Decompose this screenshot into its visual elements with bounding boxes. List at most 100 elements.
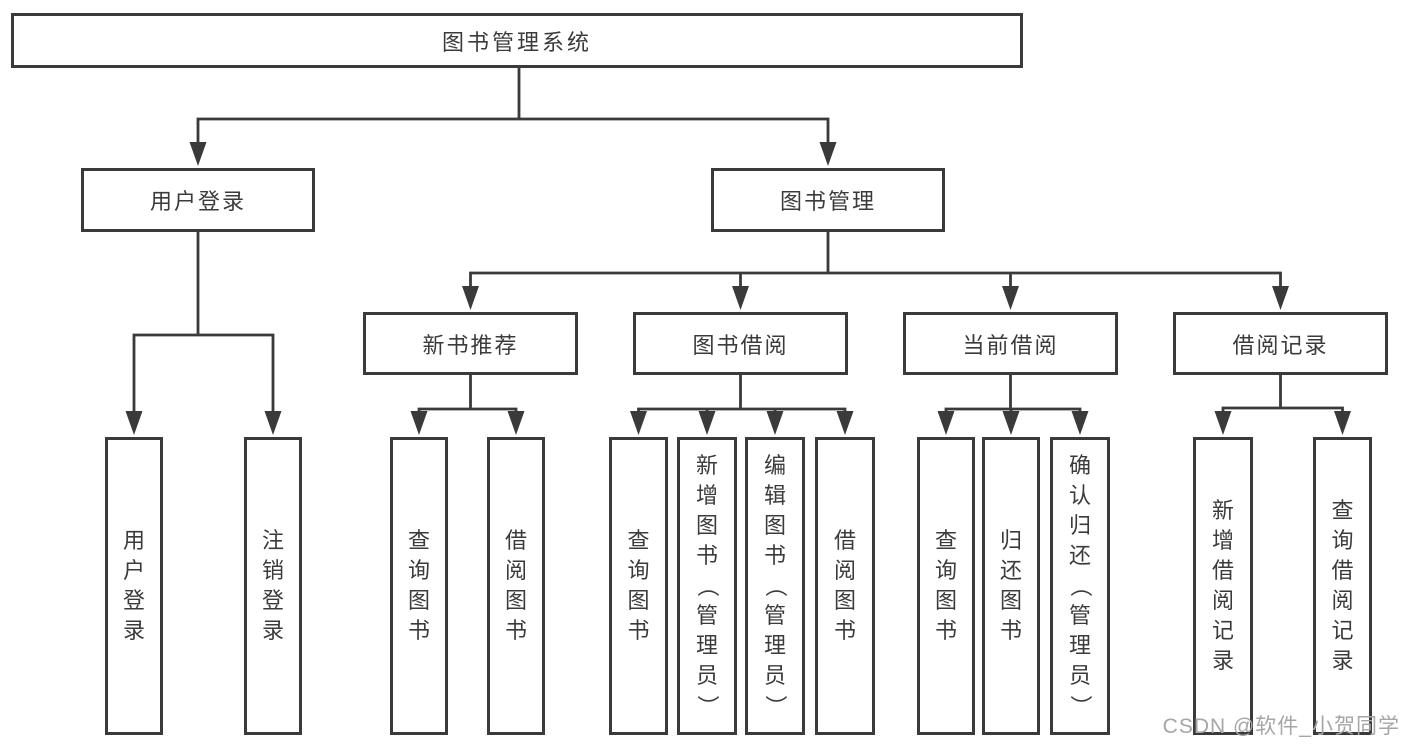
node-new-book-recommend: 新书推荐 (363, 312, 578, 375)
node-label-char: 销 (261, 558, 284, 583)
node-label: 编辑图书（管理员） (763, 451, 788, 721)
node-label: 图书管理系统 (441, 29, 592, 55)
node-leaf-current-confirm: 确认归还（管理员） (1050, 437, 1110, 735)
node-label: 归还图书 (1000, 526, 1022, 646)
node-label-char: 借 (1331, 558, 1354, 583)
node-label-char: 还 (999, 558, 1022, 583)
node-label: 图书管理 (779, 189, 876, 214)
node-user-login: 用户登录 (81, 168, 315, 232)
node-label-char: 归 (1068, 513, 1091, 538)
node-label: 用户登录 (123, 526, 145, 646)
node-label: 新增借阅记录 (1212, 496, 1234, 676)
node-label-char: 还 (1068, 543, 1091, 568)
node-leaf-records-add: 新增借阅记录 (1193, 437, 1253, 735)
node-label-char: 登 (122, 588, 145, 613)
node-label-char: 图 (695, 513, 718, 538)
node-label: 新书推荐 (422, 332, 519, 358)
node-label-char: 记 (1211, 618, 1234, 643)
node-label-char: 员 (1068, 663, 1091, 688)
node-label-char: 编 (763, 453, 786, 478)
node-label: 图书借阅 (692, 332, 789, 358)
node-label-char: 书 (627, 618, 650, 643)
arrowhead-icon (766, 411, 784, 435)
node-label: 当前借阅 (962, 332, 1059, 358)
node-label-char: 管 (763, 603, 786, 628)
node-label-char: 图 (504, 588, 527, 613)
node-label-char: 录 (122, 618, 145, 643)
node-book-management: 图书管理 (711, 168, 945, 232)
node-label-char: 查 (407, 528, 430, 553)
node-leaf-borrow-query: 查询图书 (609, 437, 668, 735)
arrowhead-icon (698, 411, 716, 435)
node-label-char: 借 (1211, 558, 1234, 583)
arrowhead-icon (732, 286, 749, 310)
arrowhead-icon (836, 411, 854, 435)
node-label-char: 录 (261, 618, 284, 643)
node-label-char: 增 (1211, 528, 1234, 553)
node-label-char: 管 (1068, 603, 1091, 628)
node-label: 借阅图书 (505, 526, 527, 646)
node-label-char: 增 (695, 483, 718, 508)
node-leaf-borrow-borrow: 借阅图书 (815, 437, 875, 735)
node-leaf-newbook-query: 查询图书 (390, 437, 448, 735)
arrowhead-icon (1071, 411, 1089, 435)
node-borrow-records: 借阅记录 (1173, 312, 1388, 375)
node-label: 新增图书（管理员） (695, 451, 720, 721)
node-label-char: 询 (1331, 528, 1354, 553)
node-leaf-user-login: 用户登录 (105, 437, 163, 735)
arrowhead-icon (507, 411, 525, 435)
node-leaf-current-return: 归还图书 (982, 437, 1040, 735)
node-label: 确认归还（管理员） (1068, 451, 1093, 721)
node-label-char: 书 (695, 543, 718, 568)
node-label-char: 图 (627, 588, 650, 613)
node-label-char: 书 (763, 543, 786, 568)
node-label-char: （ (1067, 574, 1093, 598)
arrowhead-icon (1334, 411, 1351, 435)
node-label-char: 书 (999, 618, 1022, 643)
arrowhead-icon (410, 411, 428, 435)
node-label-char: 新 (695, 453, 718, 478)
node-label-char: 借 (504, 528, 527, 553)
arrowhead-icon (937, 411, 955, 435)
node-label-char: 书 (833, 618, 856, 643)
node-label: 注销登录 (262, 526, 284, 646)
node-current-borrow: 当前借阅 (903, 312, 1118, 375)
node-label-char: 理 (1068, 633, 1091, 658)
node-label-char: 理 (695, 633, 718, 658)
node-leaf-records-query: 查询借阅记录 (1313, 437, 1372, 735)
node-label-char: ） (694, 694, 720, 718)
node-label-char: 确 (1068, 453, 1091, 478)
node-label: 查询图书 (627, 526, 649, 646)
node-label-char: （ (694, 574, 720, 598)
node-leaf-borrow-add: 新增图书（管理员） (677, 437, 737, 735)
node-label-char: 户 (122, 558, 145, 583)
node-label-char: 记 (1331, 618, 1354, 643)
node-label-char: 用 (122, 528, 145, 553)
node-label-char: 注 (261, 528, 284, 553)
arrowhead-icon (1002, 411, 1020, 435)
node-label-char: （ (762, 574, 788, 598)
arrowhead-icon (1214, 411, 1232, 435)
node-label-char: 图 (833, 588, 856, 613)
node-label-char: 录 (1211, 648, 1234, 673)
node-label-char: 阅 (504, 558, 527, 583)
node-label-char: ） (1067, 694, 1093, 718)
node-label-char: 员 (763, 663, 786, 688)
node-label-char: 查 (627, 528, 650, 553)
node-label-char: 询 (627, 558, 650, 583)
watermark: CSDN @软件_小贺同学 (1162, 715, 1400, 738)
node-label-char: 阅 (1331, 588, 1354, 613)
arrowhead-icon (630, 411, 647, 435)
node-leaf-newbook-borrow: 借阅图书 (487, 437, 545, 735)
node-label-char: 阅 (1211, 588, 1234, 613)
arrowhead-icon (264, 411, 282, 435)
node-label-char: 书 (504, 618, 527, 643)
arrowhead-icon (189, 142, 207, 166)
node-leaf-borrow-edit: 编辑图书（管理员） (745, 437, 805, 735)
arrowhead-icon (125, 411, 143, 435)
node-label: 借阅图书 (834, 526, 856, 646)
node-label-char: 登 (261, 588, 284, 613)
node-label-char: 图 (407, 588, 430, 613)
